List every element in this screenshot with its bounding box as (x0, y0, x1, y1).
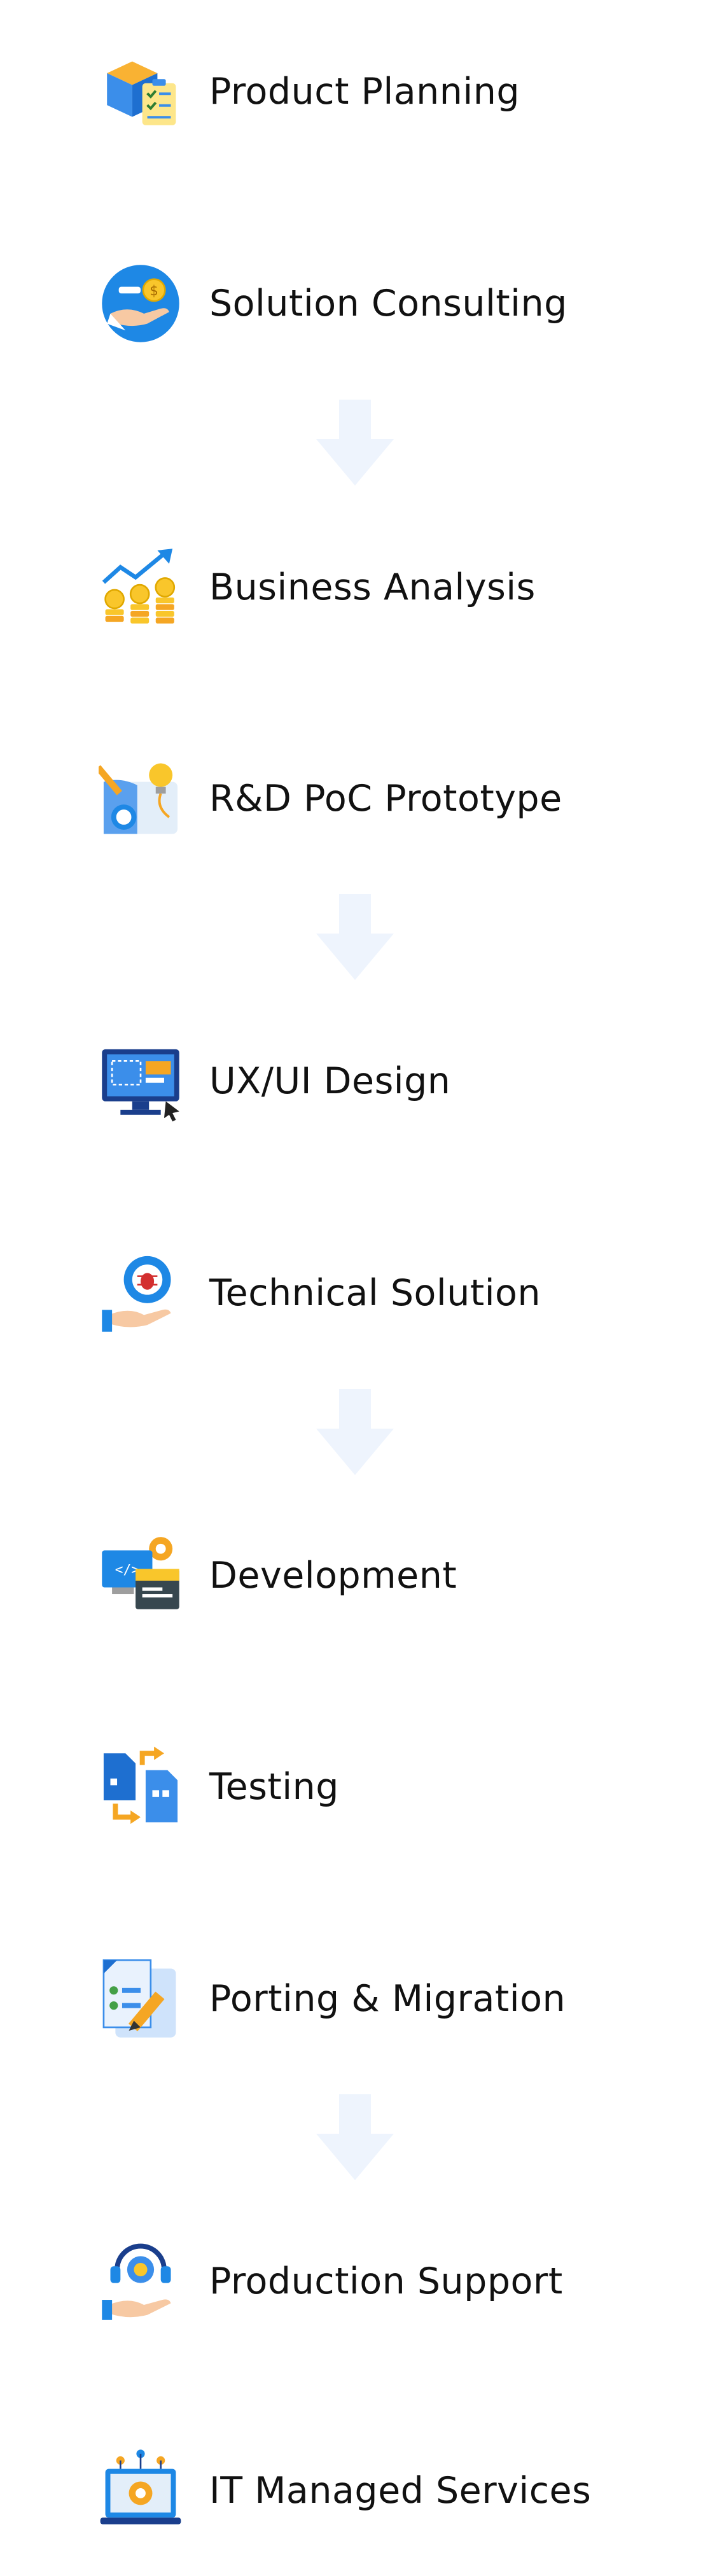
step-development: </> Development (99, 1531, 608, 1620)
technical-solution-icon (99, 1251, 183, 1335)
step-label: Development (209, 1555, 457, 1597)
solution-consulting-icon: $ (99, 262, 183, 346)
step-it-managed-services: IT Managed Services (99, 2446, 608, 2535)
step-business-analysis: Business Analysis (99, 543, 608, 632)
step-label: Production Support (209, 2260, 563, 2302)
down-arrow-icon (316, 400, 394, 486)
it-managed-services-icon (99, 2449, 183, 2533)
step-rd-poc-prototype: R&D PoC Prototype (99, 754, 608, 843)
step-label: Testing (209, 1766, 339, 1808)
business-analysis-icon (99, 545, 183, 629)
svg-text:$: $ (150, 283, 158, 298)
production-support-icon (99, 2239, 183, 2323)
step-label: R&D PoC Prototype (209, 778, 562, 820)
step-porting-migration: Porting & Migration (99, 1954, 608, 2043)
ux-ui-design-icon (99, 1039, 183, 1123)
step-label: Business Analysis (209, 566, 536, 608)
step-solution-consulting: $ Solution Consulting (99, 259, 608, 348)
testing-icon (99, 1745, 183, 1829)
step-label: Solution Consulting (209, 283, 567, 325)
product-planning-icon (99, 50, 183, 134)
step-product-planning: Product Planning (99, 47, 608, 136)
step-label: Product Planning (209, 71, 520, 113)
step-label: Porting & Migration (209, 1978, 566, 2020)
down-arrow-icon (316, 1389, 394, 1475)
porting-migration-icon (99, 1957, 183, 2041)
down-arrow-icon (316, 2094, 394, 2180)
step-label: IT Managed Services (209, 2470, 592, 2512)
step-technical-solution: Technical Solution (99, 1249, 608, 1338)
svg-text:</>: </> (115, 1561, 139, 1577)
step-testing: Testing (99, 1742, 608, 1831)
step-ux-ui-design: UX/UI Design (99, 1037, 608, 1126)
prototype-icon (99, 757, 183, 841)
development-icon: </> (99, 1534, 183, 1618)
step-production-support: Production Support (99, 2237, 608, 2326)
step-label: Technical Solution (209, 1272, 541, 1314)
down-arrow-icon (316, 894, 394, 980)
step-label: UX/UI Design (209, 1060, 451, 1102)
